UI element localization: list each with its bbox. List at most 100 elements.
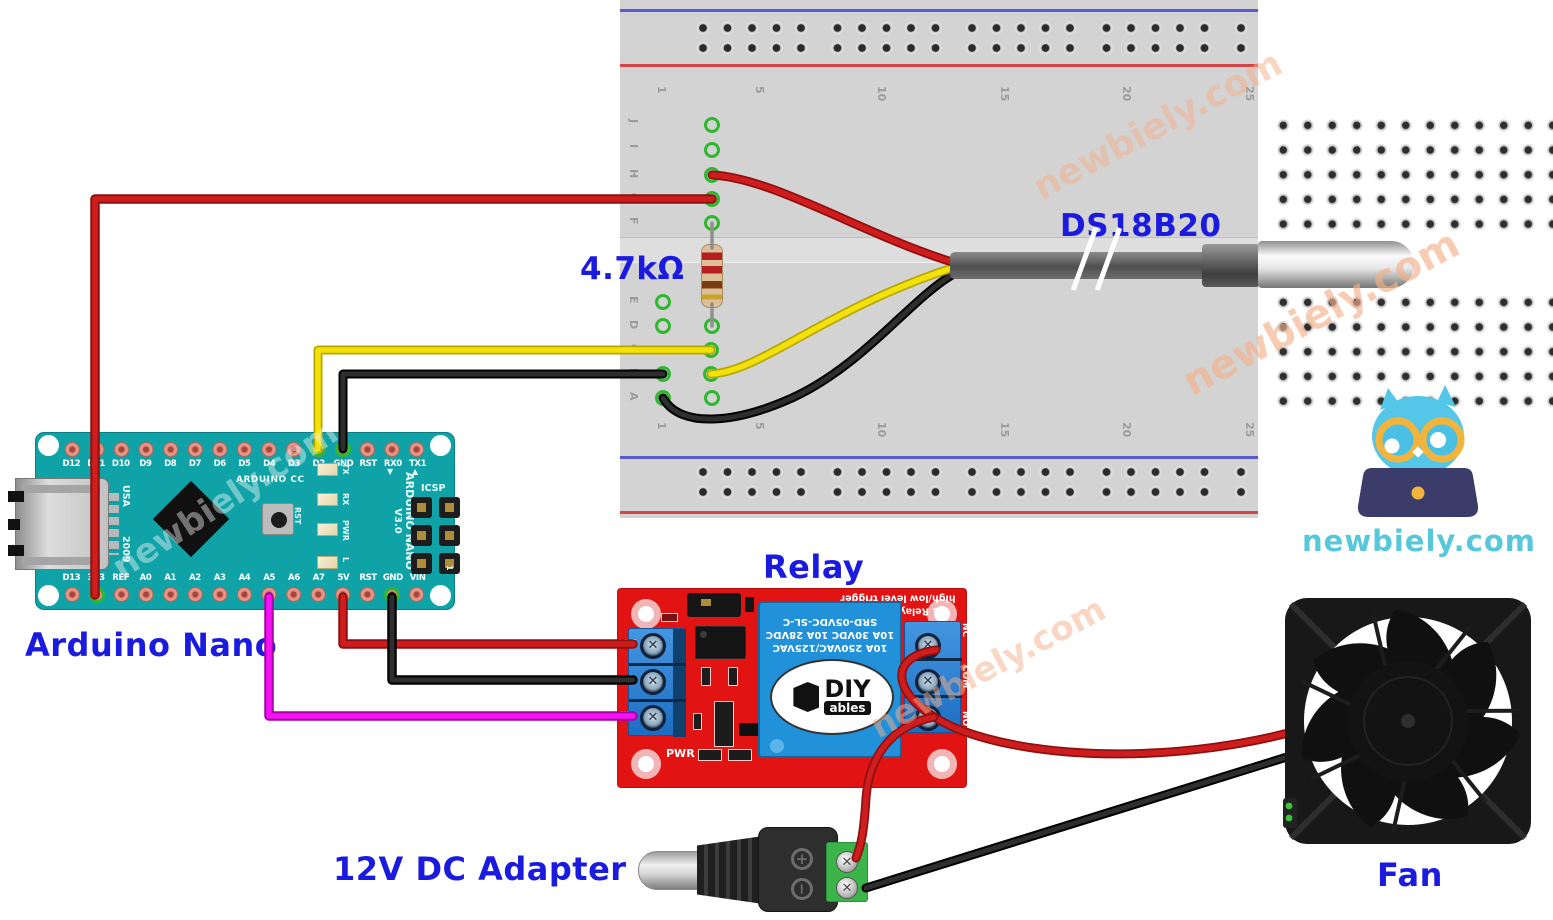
in-label: IN <box>620 709 630 718</box>
minus-symbol: − <box>791 878 813 900</box>
cube-line: 10A 30VDC 10A 28VDC <box>765 629 895 640</box>
pin1-marker: 1 <box>445 565 454 571</box>
dc-minus-label: DC- <box>617 673 634 682</box>
usa-text: USA <box>120 485 131 507</box>
optocoupler-chip <box>695 626 746 659</box>
mount-hole <box>38 435 59 456</box>
board-label: Arduino Nano <box>25 626 278 664</box>
dc-plus-label: DC+ <box>617 637 637 646</box>
pin-header-top <box>59 441 430 458</box>
row-letter: E <box>627 296 640 304</box>
pin-header-bottom <box>59 586 430 603</box>
jumper-pin <box>745 597 754 612</box>
rx-led <box>317 493 338 506</box>
pin-label: A3 <box>213 573 226 583</box>
nc-label: NC <box>960 623 970 638</box>
pin-label: D12 <box>62 459 81 469</box>
column-number: 25 <box>1243 422 1256 438</box>
year-text: 2009 <box>120 536 131 563</box>
column-number: 5 <box>753 86 766 94</box>
pwr-led-part <box>698 749 722 761</box>
com-label: COM <box>960 665 970 689</box>
smd-cluster <box>714 701 734 747</box>
terminal-screw-dc-minus: ✕ <box>640 669 666 695</box>
ds18b20-probe <box>1258 241 1414 288</box>
row-letter: F <box>627 217 640 225</box>
reset-button <box>262 503 294 535</box>
jumper <box>687 593 741 617</box>
arduino-nano-board: D12 D11 D10 D9 D8 D7 D6 D5 D4 D3 D2 GND … <box>8 432 460 610</box>
relay-cube-text: 10A 250VAC/125VAC 10A 30VDC 10A 28VDC SR… <box>764 615 896 654</box>
mount-hole <box>631 749 661 779</box>
pwr-led <box>317 523 338 536</box>
pin-label: REF <box>112 573 130 583</box>
breadboard-grid-bottom <box>1270 289 1553 414</box>
maker-text: ARDUINO CC <box>236 475 305 485</box>
pwr-label: PWR <box>666 747 695 760</box>
fan <box>1283 598 1533 847</box>
icsp-pin <box>411 525 432 546</box>
relay-cube: 10A 250VAC/125VAC 10A 30VDC 10A 28VDC SR… <box>758 601 902 758</box>
adapter-terminal-block: ✕ ✕ <box>826 842 868 902</box>
resistor-label: 4.7kΩ <box>580 251 685 287</box>
adapter-screw-plus: ✕ <box>836 851 858 873</box>
row-letter: C <box>627 344 640 353</box>
row-letter: B <box>627 368 640 377</box>
mount-hole <box>38 585 59 606</box>
pin-label: D4 <box>263 459 276 469</box>
relay-module: 1 Relay Module high/low level trigger ✕ … <box>617 588 970 788</box>
mount-hole <box>631 599 661 629</box>
smd-resistor <box>693 713 702 730</box>
transistor <box>739 723 761 736</box>
icsp-pin <box>411 553 432 574</box>
adapter-barrel-tip <box>638 851 700 890</box>
logo-main-text: DIY <box>824 675 871 704</box>
row-letter: D <box>627 320 640 330</box>
pin-label: D9 <box>139 459 152 469</box>
terminal-screw-com: ✕ <box>915 669 941 695</box>
l-led <box>317 556 338 569</box>
row-letter: H <box>627 169 640 179</box>
pin-label: A0 <box>139 573 152 583</box>
chip-diamond <box>152 480 230 558</box>
pin-label: A2 <box>189 573 201 583</box>
icsp-pin <box>439 525 460 546</box>
column-number: 20 <box>1120 422 1133 438</box>
mount-hole <box>927 749 957 779</box>
smd-resistor <box>701 667 711 686</box>
column-number: 10 <box>875 422 888 438</box>
breadboard-rail-line <box>620 9 1258 12</box>
breadboard-rail-line <box>620 456 1258 459</box>
pin-label: D8 <box>164 459 177 469</box>
column-number: 15 <box>998 86 1011 102</box>
rx-led-label: RX <box>341 493 350 506</box>
model-version: V3.0 <box>392 508 403 534</box>
silkscreen-box <box>661 613 678 622</box>
ds18b20-collar <box>1202 244 1260 287</box>
pin-label: RST <box>359 459 377 469</box>
row-letter: I <box>627 144 640 149</box>
column-number: 25 <box>1243 86 1256 102</box>
pin-label: D11 <box>87 459 105 469</box>
cube-line: 10A 250VAC/125VAC <box>772 642 888 653</box>
column-number: 5 <box>753 422 766 430</box>
column-number: 1 <box>655 422 668 430</box>
tx-led-label: TX <box>341 463 350 475</box>
column-number: 20 <box>1120 86 1133 102</box>
fan-connector <box>1283 798 1297 828</box>
sensor-label: DS18B20 <box>1060 208 1222 244</box>
mount-hole <box>430 435 451 456</box>
pin-labels-bottom: D13 3V3 REF A0 A1 A2 A3 A4 A5 A6 A7 5V R… <box>59 573 430 583</box>
diyables-logo-icon <box>793 682 820 712</box>
pin-labels-top: D12 D11 D10 D9 D8 D7 D6 D5 D4 D3 D2 GND … <box>59 459 430 469</box>
brand-text: newbiely.com <box>1302 524 1537 558</box>
row-letter: A <box>627 392 640 401</box>
column-number: 1 <box>655 86 668 94</box>
pin-label: D10 <box>111 459 130 469</box>
tx-led <box>317 463 338 476</box>
owl-logo <box>1357 385 1479 517</box>
breadboard-rail-holes <box>690 462 1251 502</box>
pin-label: D3 <box>287 459 301 469</box>
terminal-screw-no: ✕ <box>915 705 941 731</box>
